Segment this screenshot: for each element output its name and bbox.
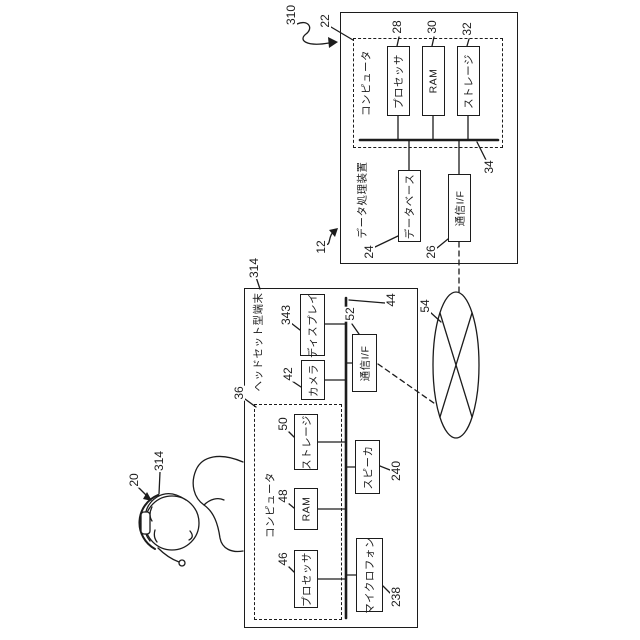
terminal-storage-box: ストレージ <box>294 414 318 470</box>
leader-line <box>351 323 360 335</box>
ref-48: 48 <box>276 488 290 504</box>
headset-mic-boom <box>157 547 180 563</box>
server-comm-if-label: 通信I/F <box>454 190 466 226</box>
data-processing-device-frame <box>340 12 518 264</box>
network-symbol-cross <box>439 312 473 418</box>
leader-line <box>382 585 391 594</box>
user-collar <box>203 498 225 506</box>
ref-24: 24 <box>362 244 376 260</box>
terminal-ram-label: RAM <box>300 496 312 522</box>
ref-20: 20 <box>127 472 141 488</box>
leader-line <box>158 471 161 495</box>
ref-12-arrowhead <box>329 228 338 237</box>
terminal-processor-label: プロセッサ <box>300 551 313 607</box>
leader-line <box>379 465 391 471</box>
server-database-box: データベース <box>398 170 421 242</box>
ref-28: 28 <box>390 19 404 35</box>
terminal-microphone-label: マイクロフォン <box>364 536 377 614</box>
terminal-computer-frame <box>254 404 342 620</box>
ref-22: 22 <box>318 13 332 29</box>
ref-20-arrowhead <box>143 492 152 501</box>
ref-34: 34 <box>482 159 496 175</box>
connector-lines <box>137 21 500 620</box>
ref-52: 52 <box>343 306 357 322</box>
arrowheads <box>143 37 338 501</box>
ref-46: 46 <box>276 551 290 567</box>
leader-line <box>374 235 399 248</box>
ref-314-terminal: 314 <box>247 256 261 280</box>
leader-line <box>290 322 301 331</box>
leader-line <box>330 26 354 41</box>
server-ram-label: RAM <box>427 68 440 94</box>
terminal-storage-label: ストレージ <box>300 414 313 470</box>
server-computer-label: コンピュータ <box>360 50 373 116</box>
server-comm-if-box: 通信I/F <box>448 174 471 242</box>
terminal-ram-box: RAM <box>294 488 318 530</box>
user-body <box>192 455 244 553</box>
terminal-computer-label: コンピュータ <box>264 472 277 538</box>
terminal-camera-label: カメラ <box>307 363 320 397</box>
ref-238: 238 <box>389 585 403 609</box>
terminal-comm-if-box: 通信I/F <box>352 334 377 392</box>
terminal-display-box: ディスプレイ <box>300 292 325 358</box>
headset-earpiece <box>140 511 151 535</box>
terminal-display-label: ディスプレイ <box>307 292 320 358</box>
terminal-speaker-label: スピーカ <box>362 445 374 489</box>
terminal-processor-box: プロセッサ <box>294 550 318 608</box>
leader-line <box>287 502 295 509</box>
terminal-speaker-box: スピーカ <box>355 440 380 494</box>
user-head <box>144 495 200 551</box>
ref-44: 44 <box>384 292 398 308</box>
ref-310-arrowhead <box>328 37 338 48</box>
server-ram-box: RAM <box>422 46 445 116</box>
server-database-label: データベース <box>404 173 417 239</box>
ref-12: 12 <box>314 239 328 255</box>
server-processor-label: プロセッサ <box>393 53 405 109</box>
ref-42: 42 <box>281 366 295 382</box>
leader-line <box>436 238 449 249</box>
server-computer-frame <box>353 38 503 148</box>
headset-mic <box>178 559 186 567</box>
leader-line <box>476 141 487 161</box>
terminal-comm-if-label: 通信I/F <box>359 345 371 381</box>
ref-240: 240 <box>389 459 403 483</box>
server-device-label: データ処理装置 <box>356 161 369 239</box>
leader-line <box>429 311 442 323</box>
leader-line <box>466 38 470 47</box>
terminal-camera-box: カメラ <box>301 360 325 400</box>
headset-terminal-frame <box>244 288 418 628</box>
terminal-label: ヘッドセット型端末 <box>252 292 265 392</box>
ref-36: 36 <box>232 385 246 401</box>
ref-32: 32 <box>460 21 474 37</box>
leader-line <box>287 565 295 573</box>
server-storage-label: ストレージ <box>463 53 476 109</box>
server-storage-box: ストレージ <box>457 46 480 116</box>
ref-314-headset: 314 <box>152 449 166 473</box>
ref-26: 26 <box>424 244 438 260</box>
ref-50: 50 <box>276 416 290 432</box>
leader-line <box>287 430 295 438</box>
leader-line <box>348 299 386 304</box>
ref-54: 54 <box>418 298 432 314</box>
network-link-dashed <box>377 363 442 409</box>
server-processor-box: プロセッサ <box>387 46 410 116</box>
terminal-microphone-box: マイクロフォン <box>356 536 383 614</box>
leader-line <box>291 380 302 388</box>
ref-310: 310 <box>284 3 298 27</box>
ref-343: 343 <box>279 303 293 327</box>
ref-310-arrow <box>296 21 330 45</box>
ref-30: 30 <box>425 19 439 35</box>
user-face-line <box>188 530 193 541</box>
